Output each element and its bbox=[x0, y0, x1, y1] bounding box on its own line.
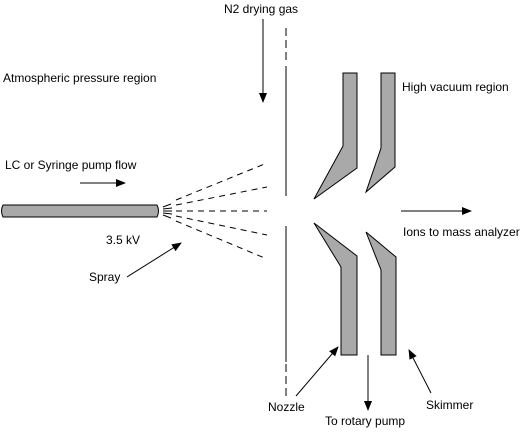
nozzle-label: Nozzle bbox=[268, 400, 305, 414]
pump-flow-label: LC or Syringe pump flow bbox=[5, 158, 137, 172]
skimmer-label: Skimmer bbox=[426, 398, 473, 412]
capillary-needle bbox=[1, 204, 159, 218]
voltage-label: 3.5 kV bbox=[106, 233, 140, 247]
rotary-pump-label: To rotary pump bbox=[325, 414, 405, 428]
skimmer-lower bbox=[365, 231, 397, 356]
ions-to-analyzer-label: Ions to mass analyzer bbox=[403, 225, 520, 239]
nozzle-lower bbox=[313, 222, 358, 356]
skimmer-arrow bbox=[408, 349, 432, 394]
spray-fan bbox=[162, 162, 268, 260]
spray-arrow bbox=[126, 242, 182, 278]
nozzle-arrow bbox=[295, 346, 339, 397]
skimmer-upper bbox=[364, 72, 396, 194]
spray-label: Spray bbox=[89, 270, 120, 284]
drying-gas-label: N2 drying gas bbox=[224, 2, 298, 16]
high-vacuum-region-label: High vacuum region bbox=[402, 80, 509, 94]
nozzle-upper bbox=[313, 72, 358, 200]
atmospheric-region-label: Atmospheric pressure region bbox=[3, 71, 156, 85]
